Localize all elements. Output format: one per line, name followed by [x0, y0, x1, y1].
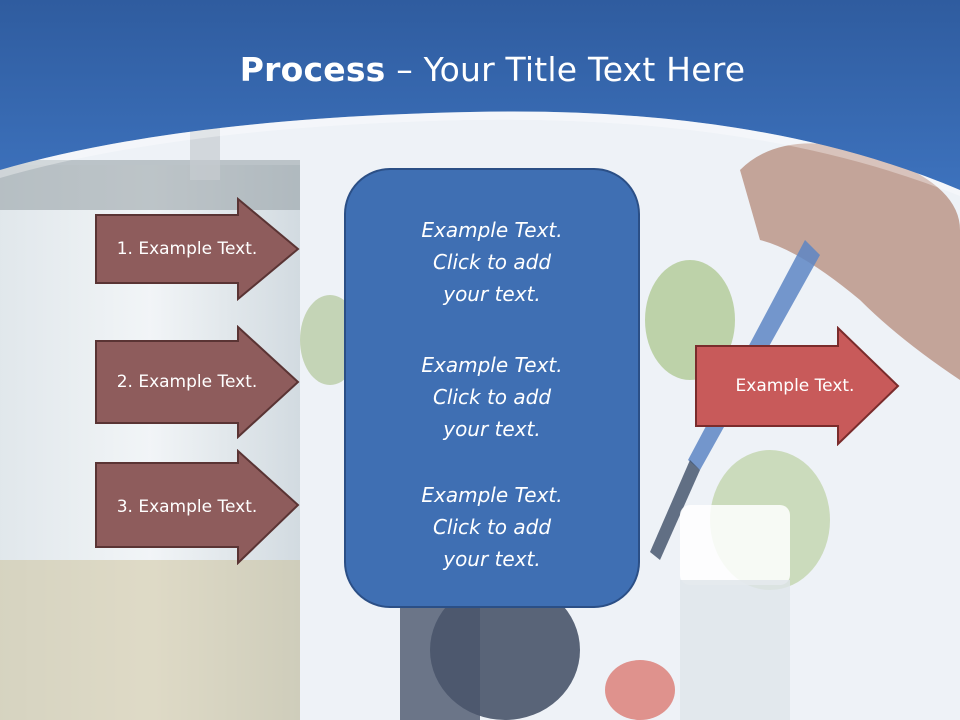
center-block-1: Example Text. Click to add your text.: [346, 214, 638, 310]
center-block-3-line-3: your text.: [443, 547, 541, 571]
left-arrow-1-label: 1. Example Text.: [116, 239, 258, 259]
center-block-2-line-2: Click to add: [432, 385, 552, 409]
center-block-3: Example Text. Click to add your text.: [346, 479, 638, 575]
title-rest-text: – Your Title Text Here: [385, 50, 746, 89]
center-text-box[interactable]: Example Text. Click to add your text. Ex…: [344, 168, 640, 608]
right-arrow-label: Example Text.: [735, 376, 855, 396]
slide-title[interactable]: Process – Your Title Text Here: [0, 50, 960, 89]
center-block-1-line-1: Example Text.: [421, 218, 563, 242]
center-block-1-line-2: Click to add: [432, 250, 552, 274]
center-block-3-line-2: Click to add: [432, 515, 552, 539]
center-block-2-line-3: your text.: [443, 417, 541, 441]
title-bold-text: Process: [239, 50, 386, 89]
center-block-3-line-1: Example Text.: [421, 483, 563, 507]
left-arrow-3[interactable]: 3. Example Text.: [94, 449, 300, 565]
right-arrow[interactable]: Example Text.: [694, 326, 900, 446]
center-block-2-line-1: Example Text.: [421, 353, 563, 377]
center-block-1-line-3: your text.: [443, 282, 541, 306]
left-arrow-2-label: 2. Example Text.: [116, 372, 258, 392]
center-block-2: Example Text. Click to add your text.: [346, 349, 638, 445]
left-arrow-3-label: 3. Example Text.: [116, 497, 258, 517]
left-arrow-2[interactable]: 2. Example Text.: [94, 325, 300, 439]
left-arrow-1[interactable]: 1. Example Text.: [94, 197, 300, 301]
